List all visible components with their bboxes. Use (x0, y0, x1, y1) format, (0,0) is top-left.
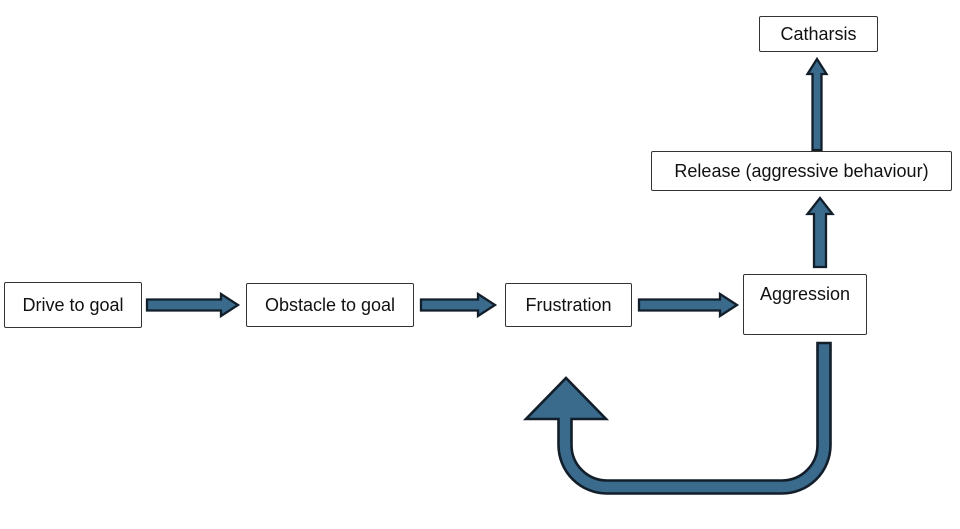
arrow-drive-to-obstacle (145, 291, 241, 319)
arrow-aggression-to-release (805, 196, 835, 269)
node-catharsis-label: Catharsis (780, 23, 857, 44)
node-frustration-label: Frustration (525, 294, 612, 315)
arrow-release-to-catharsis (805, 56, 829, 152)
node-release-label: Release (aggressive behaviour) (674, 160, 929, 181)
node-aggression: Aggression (743, 274, 867, 335)
arrow-frustration-to-aggression (637, 291, 740, 319)
node-drive-to-goal: Drive to goal (4, 282, 142, 328)
arrow-obstacle-to-frustration (419, 291, 498, 319)
node-frustration: Frustration (505, 283, 632, 327)
loop-arrow-aggression-feedback (522, 341, 832, 495)
node-aggression-label: Aggression (759, 284, 851, 304)
node-obstacle-to-goal: Obstacle to goal (246, 283, 414, 327)
node-obstacle-to-goal-label: Obstacle to goal (264, 294, 396, 315)
node-release-aggressive-behaviour: Release (aggressive behaviour) (651, 151, 952, 191)
node-drive-to-goal-label: Drive to goal (22, 294, 124, 315)
node-catharsis: Catharsis (759, 16, 878, 52)
